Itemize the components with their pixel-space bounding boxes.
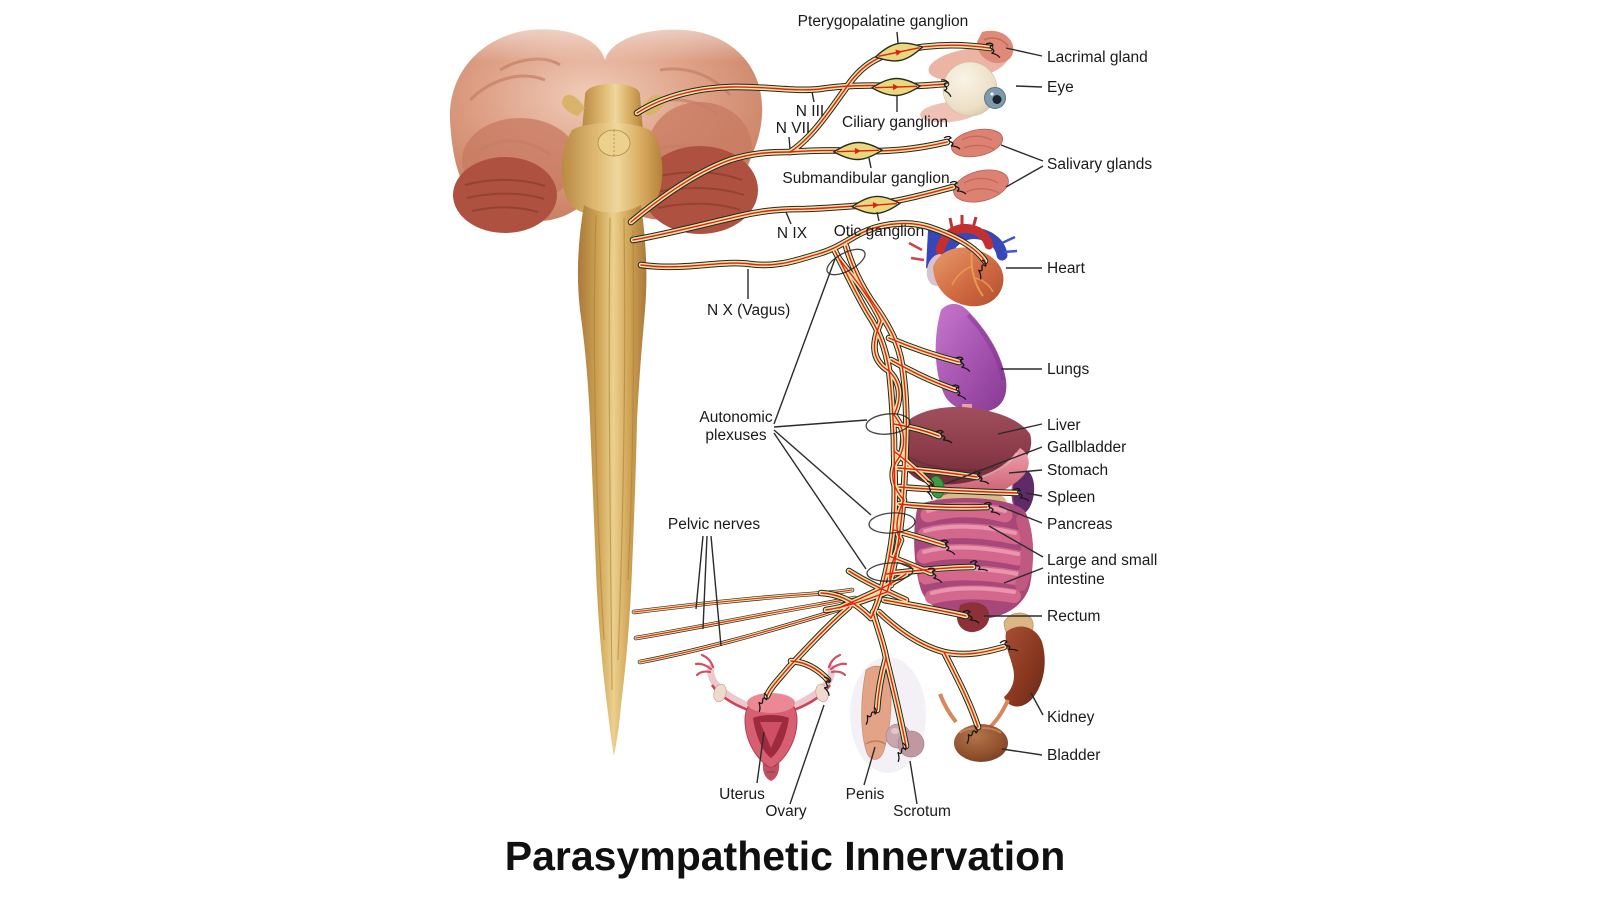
label-heart: Heart: [1047, 260, 1086, 277]
label-large-small-intestine-line2: intestine: [1047, 571, 1105, 588]
liver-illustration: [899, 404, 1032, 487]
bladder-illustration: [954, 724, 1008, 762]
heart-illustration: [908, 215, 1018, 307]
label-n-vii: N VII: [776, 120, 810, 137]
label-n-ix: N IX: [777, 225, 808, 242]
label-salivary-glands: Salivary glands: [1047, 156, 1152, 173]
label-n-iii: N III: [796, 103, 824, 120]
label-scrotum: Scrotum: [893, 803, 951, 820]
label-rectum: Rectum: [1047, 608, 1100, 625]
leader-lines: [695, 31, 1044, 805]
label-submandibular-ganglion: Submandibular ganglion: [782, 170, 949, 187]
uterus-illustration: [694, 653, 848, 781]
label-lacrimal-gland: Lacrimal gland: [1047, 49, 1148, 66]
label-pterygopalatine-ganglion: Pterygopalatine ganglion: [798, 13, 969, 30]
label-autonomic-plexuses-line1: Autonomic: [699, 409, 772, 426]
label-lungs: Lungs: [1047, 361, 1089, 378]
eye-illustration: [920, 61, 1006, 123]
label-pancreas: Pancreas: [1047, 516, 1113, 533]
label-gallbladder: Gallbladder: [1047, 439, 1126, 456]
label-ciliary-ganglion: Ciliary ganglion: [842, 114, 948, 131]
autonomic-plexus-ellipses: [826, 248, 916, 582]
cerebellum: [453, 146, 758, 234]
label-liver: Liver: [1047, 417, 1081, 434]
label-autonomic-plexuses-line2: plexuses: [705, 427, 766, 444]
salivary-glands-illustration: [951, 128, 1009, 203]
page-title: Parasympathetic Innervation: [505, 833, 1066, 879]
label-stomach: Stomach: [1047, 462, 1108, 479]
label-otic-ganglion: Otic ganglion: [834, 223, 924, 240]
label-large-small-intestine-line1: Large and small: [1047, 552, 1157, 569]
intestines-illustration: [914, 498, 1034, 620]
label-kidney: Kidney: [1047, 709, 1095, 726]
label-eye: Eye: [1047, 79, 1074, 96]
brainstem-spinal-cord: [561, 83, 664, 756]
label-spleen: Spleen: [1047, 489, 1095, 506]
label-ovary: Ovary: [765, 803, 807, 820]
label-uterus: Uterus: [719, 786, 765, 803]
label-pelvic-nerves: Pelvic nerves: [668, 516, 760, 533]
label-penis: Penis: [846, 786, 885, 803]
rectum-illustration: [957, 602, 990, 633]
label-bladder: Bladder: [1047, 747, 1100, 764]
labels: Pterygopalatine ganglion N III N VII Cil…: [668, 13, 1157, 820]
label-n-x-vagus: N X (Vagus): [707, 302, 790, 319]
kidney-illustration: [938, 612, 1045, 733]
